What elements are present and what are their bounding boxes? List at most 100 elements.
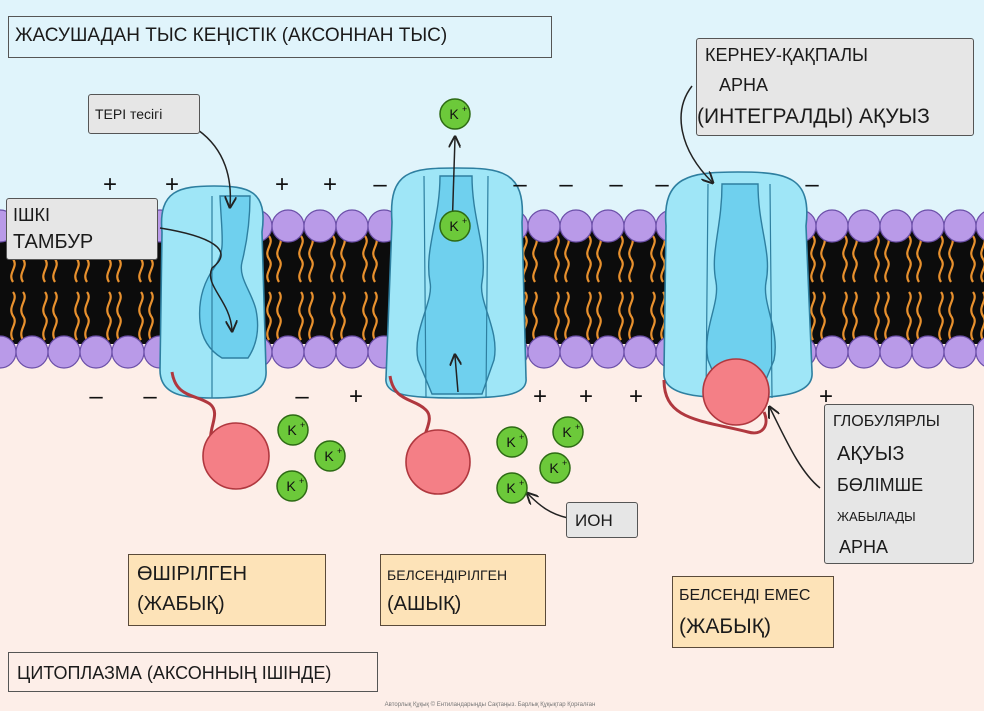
lipid-tail (564, 235, 570, 283)
phospholipid-icon (527, 209, 561, 243)
minus-sign: – (295, 383, 309, 410)
lipid-tail (810, 235, 816, 283)
inner-vestibule-label-1: ІШКІ (13, 205, 50, 225)
globular-label-3: БӨЛІМШЕ (837, 475, 924, 495)
phospholipid-icon (847, 209, 881, 243)
potassium-ion-icon: K+ (276, 470, 308, 502)
plus-sign: + (533, 383, 547, 410)
lipid-tail (842, 291, 848, 341)
state-on-label-2: (АШЫҚ) (387, 593, 462, 615)
plus-sign: + (819, 383, 833, 410)
minus-sign: – (609, 171, 623, 198)
channel-inactive-closed (663, 171, 813, 399)
protein-label-1: КЕРНЕУ-ҚАҚПАЛЫ (705, 45, 868, 65)
lipid-tail (650, 235, 656, 283)
lipid-tail (554, 291, 560, 341)
channel-activated-open (385, 167, 527, 399)
potassium-ion-icon: K+ (439, 210, 471, 242)
phospholipid-icon (303, 209, 337, 243)
channel-closed-off (159, 185, 267, 399)
lipid-tail (10, 291, 16, 341)
lipid-tail (906, 291, 912, 341)
lipid-tail (340, 235, 346, 283)
state-off-box: ӨШІРІЛГЕН (ЖАБЫҚ) (128, 554, 326, 626)
phospholipid-icon (975, 337, 984, 367)
potassium-ion-icon: K+ (314, 440, 346, 472)
lipid-tail (362, 291, 368, 341)
lipid-tail (970, 291, 976, 341)
lipid-tail (308, 235, 314, 283)
minus-sign: – (805, 171, 819, 198)
potassium-ion-icon: K+ (539, 452, 571, 484)
lipid-tail (266, 291, 272, 341)
phospholipid-icon (335, 335, 369, 369)
lipid-tail (266, 235, 272, 283)
potassium-ion-icon: K+ (496, 472, 528, 504)
phospholipid-icon (911, 209, 945, 243)
minus-sign: – (559, 171, 573, 198)
lipid-tail (628, 235, 634, 283)
extracellular-label: ЖАСУШАДАН ТЫС КЕҢІСТІК (АКСОННАН ТЫС) (15, 25, 448, 46)
lipid-tail (148, 291, 154, 341)
lipid-tail (372, 291, 378, 341)
lipid-tail (916, 235, 922, 283)
potassium-ion-icon: K+ (552, 416, 584, 448)
lipid-tail (628, 291, 634, 341)
svg-text:K: K (562, 424, 572, 440)
phospholipid-icon (879, 335, 913, 369)
lipid-tail (938, 291, 944, 341)
phospholipid-icon (47, 335, 81, 369)
plus-sign: + (275, 171, 289, 198)
lipid-tail (618, 235, 624, 283)
svg-text:K: K (449, 106, 459, 122)
phospholipid-icon (559, 209, 593, 243)
svg-text:+: + (337, 446, 342, 456)
lipid-tail (42, 291, 48, 341)
lipid-tail (532, 291, 538, 341)
ion-label-box: ИОН (566, 502, 638, 538)
plus-sign: + (579, 383, 593, 410)
pore-label-box: ТЕРІ тесігі (88, 94, 200, 134)
lipid-tail (330, 291, 336, 341)
plus-sign: + (165, 171, 179, 198)
minus-sign: – (513, 171, 527, 198)
lipid-tail (820, 291, 826, 341)
cytoplasm-label-box: ЦИТОПЛАЗМА (АКСОННЫҢ ІШІНДЕ) (8, 652, 378, 692)
potassium-ion-icon: K+ (496, 426, 528, 458)
lipid-tail (52, 291, 58, 341)
lipid-tail (852, 291, 858, 341)
phospholipid-icon (591, 335, 625, 369)
inner-vestibule-label-box: ІШКІ ТАМБУР (6, 198, 158, 260)
phospholipid-icon (815, 209, 849, 243)
lipid-tail (874, 291, 880, 341)
lipid-tail (810, 291, 816, 341)
inner-vestibule-label-2: ТАМБУР (13, 231, 94, 253)
lipid-tail (916, 291, 922, 341)
svg-text:+: + (462, 216, 467, 226)
phospholipid-icon (15, 335, 49, 369)
lipid-tail (884, 235, 890, 283)
minus-sign: – (143, 383, 157, 410)
lipid-tail (618, 291, 624, 341)
lipid-tail (820, 235, 826, 283)
minus-sign: – (655, 171, 669, 198)
arrow-icon (680, 85, 712, 182)
phospholipid-icon (911, 335, 945, 369)
globular-label-4: ЖАБЫЛАДЫ (837, 509, 916, 524)
phospholipid-icon (335, 209, 369, 243)
pore-label: ТЕРІ тесігі (95, 106, 163, 122)
lipid-tail (660, 235, 666, 283)
plus-sign: + (103, 171, 117, 198)
lipid-tail (116, 291, 122, 341)
globular-label-2: АҚУЫЗ (837, 443, 905, 465)
lipid-tail (106, 291, 112, 341)
plus-sign: + (349, 383, 363, 410)
lipid-tail (948, 235, 954, 283)
arrow-icon (197, 129, 230, 206)
globular-label-5: АРНА (839, 537, 889, 557)
state-on-label-1: БЕЛСЕНДІРІЛГЕН (387, 567, 508, 583)
lipid-tail (906, 235, 912, 283)
lipid-tail (20, 291, 26, 341)
lipid-tail (84, 291, 90, 341)
lipid-tail (842, 235, 848, 283)
